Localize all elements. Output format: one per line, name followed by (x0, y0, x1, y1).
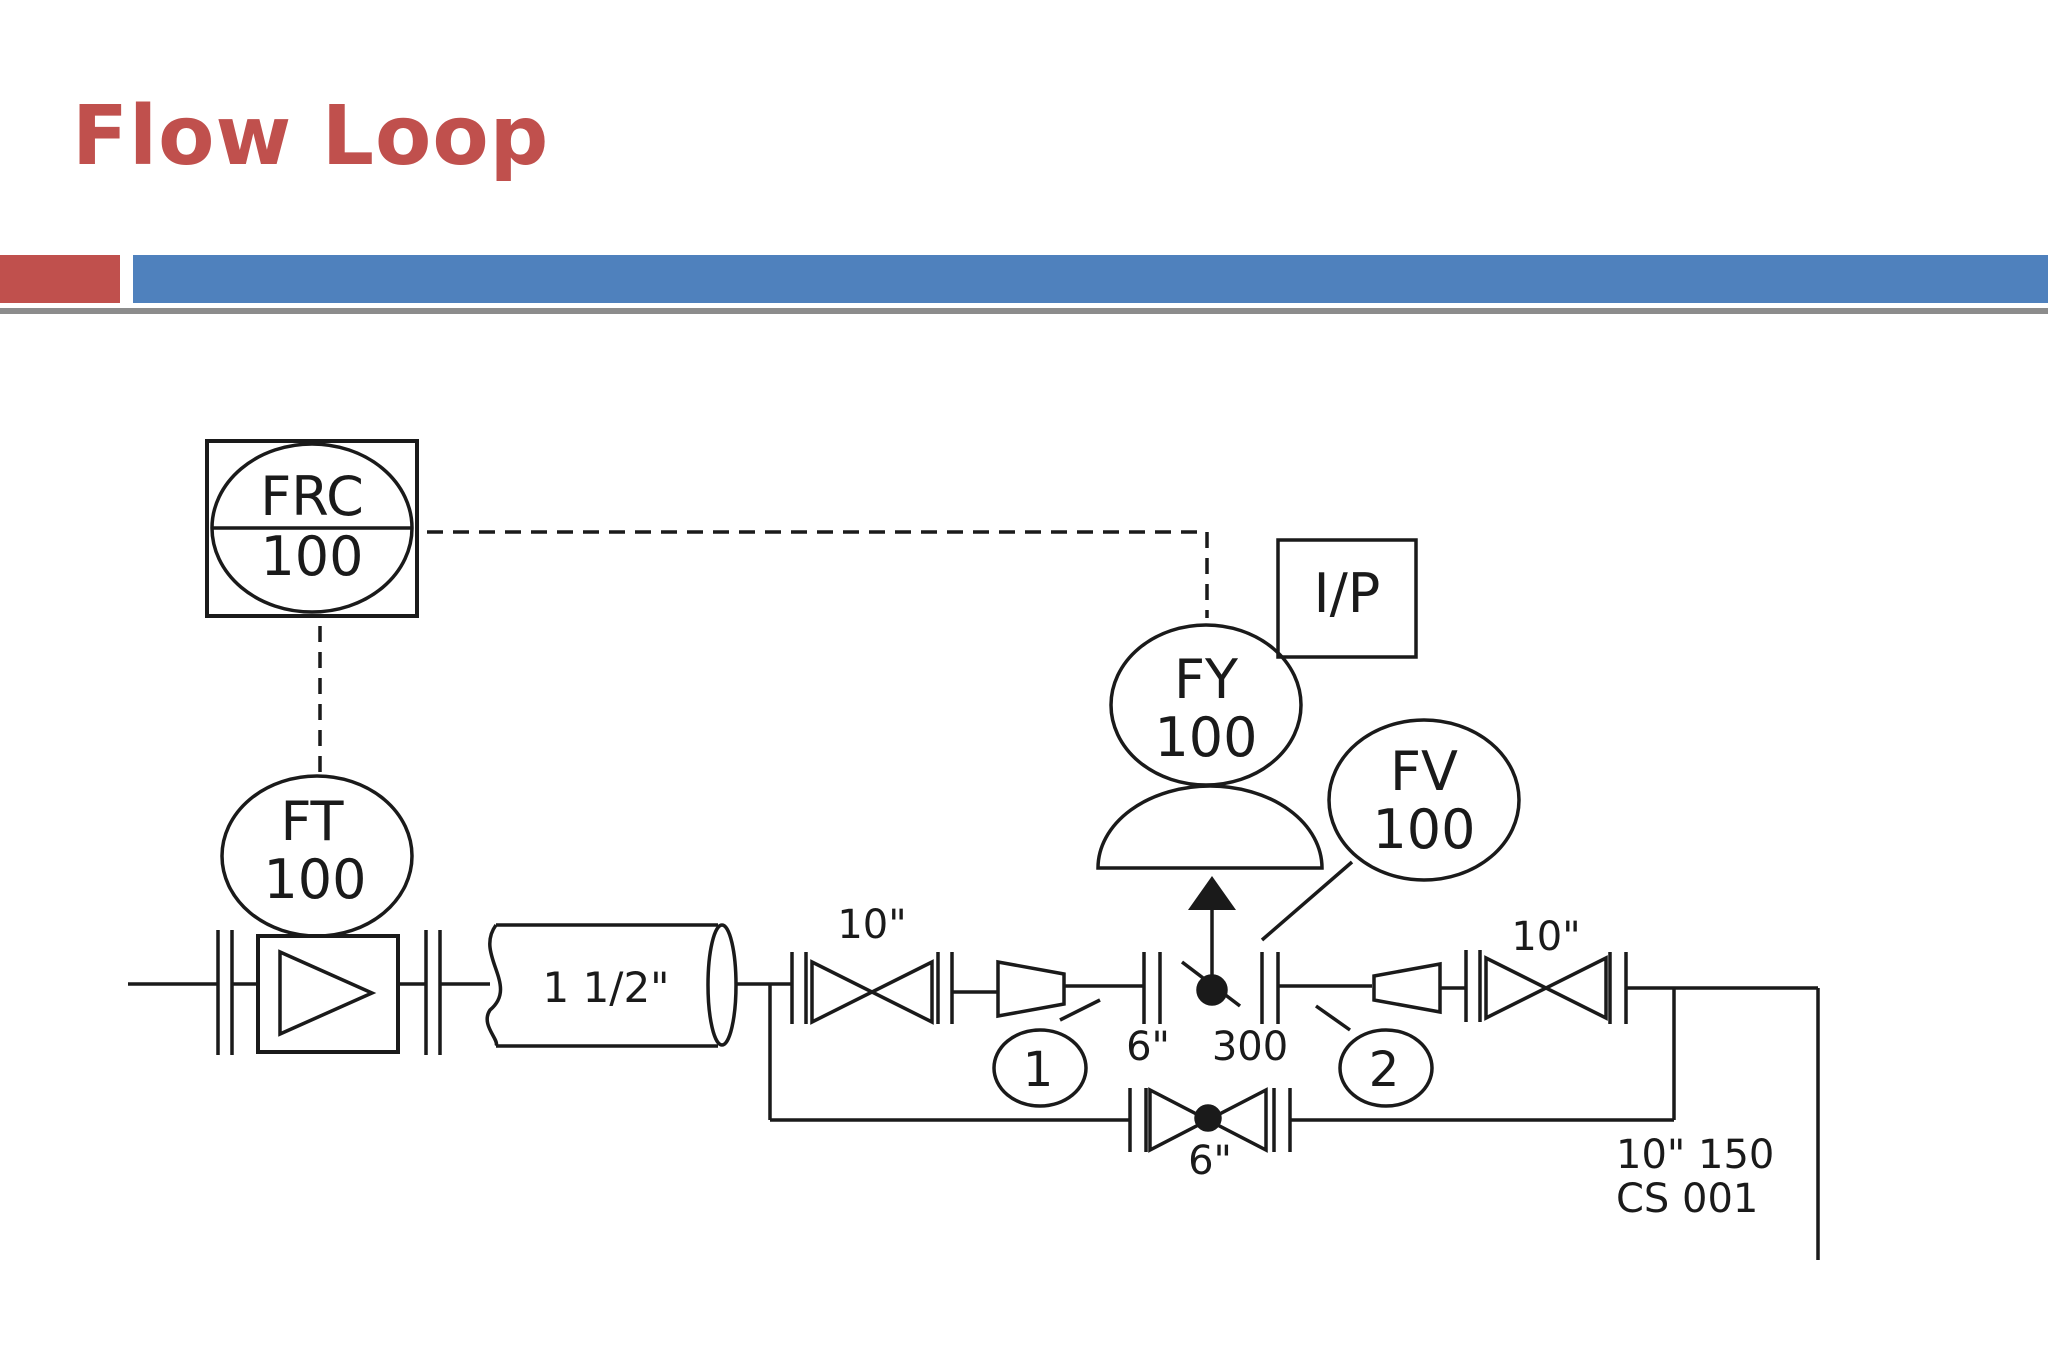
upstream-valve-size: 10" (837, 902, 906, 948)
control-valve-size: 6" (1126, 1024, 1170, 1070)
frc-tag: FRC (260, 465, 364, 528)
ft-instrument: FT 100 (220, 774, 414, 938)
diaphragm-actuator (1096, 784, 1324, 990)
ft-number: 100 (263, 848, 366, 911)
reducer-2-callout: 2 (1338, 1028, 1434, 1108)
fy-tag: FY (1174, 648, 1239, 711)
title-accent-blue-bar (133, 255, 2048, 303)
fy-number: 100 (1154, 706, 1257, 769)
reducer-2-label: 2 (1369, 1042, 1400, 1098)
downstream-valve-size: 10" (1511, 914, 1580, 960)
frc-instrument: FRC 100 (205, 439, 419, 618)
bypass-valve-size: 6" (1188, 1138, 1232, 1184)
ft-tag: FT (280, 790, 344, 853)
ft-transmitter-body (256, 934, 400, 1054)
fv-tag: FV (1390, 740, 1458, 803)
reducer-1-callout: 1 (992, 1028, 1088, 1108)
title-divider-rule (0, 308, 2048, 314)
fy-instrument: FY 100 (1109, 623, 1303, 787)
line-spec-line1: 10" 150 (1616, 1132, 1774, 1178)
title-accent-red-bar (0, 255, 120, 303)
bypass-globe-valve (1148, 1087, 1268, 1153)
frc-number: 100 (260, 525, 363, 588)
signal-lines (318, 530, 1209, 775)
ip-converter: I/P (1276, 538, 1418, 659)
downstream-gate-valve (1484, 955, 1608, 1021)
main-process-line: 1 1/2" 10" (128, 902, 1820, 1260)
slide-title: Flow Loop (72, 89, 550, 184)
reducer-1-label: 1 (1023, 1042, 1054, 1098)
reducer-1 (996, 959, 1066, 1019)
fv-instrument: FV 100 (1260, 718, 1521, 942)
fv-number: 100 (1372, 798, 1475, 861)
bypass-line (768, 984, 1676, 1153)
pipe-size-label: 1 1/2" (543, 963, 670, 1012)
control-valve-rating: 300 (1212, 1024, 1288, 1070)
ip-label: I/P (1314, 562, 1381, 625)
control-valve-body (1180, 960, 1242, 1008)
reducer-2 (1372, 961, 1442, 1015)
line-spec-line2: CS 001 (1616, 1176, 1758, 1222)
upstream-gate-valve (810, 959, 934, 1025)
